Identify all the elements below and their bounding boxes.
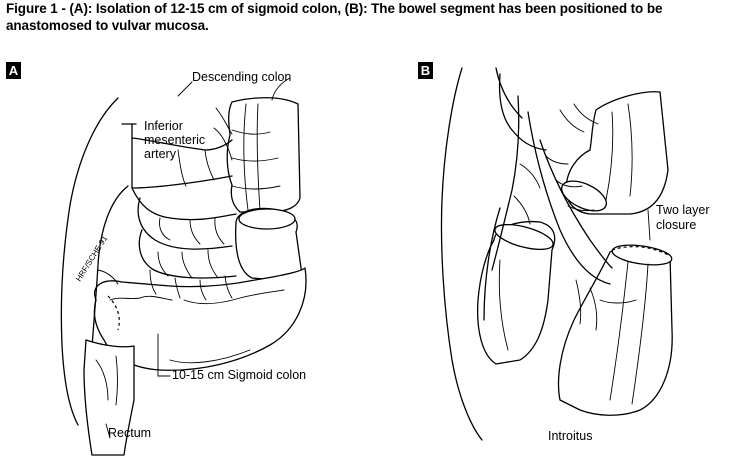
colon-loop-left (476, 220, 556, 365)
label-ima-line1: Inferior (144, 119, 183, 133)
label-ima-line2: mesenteric (144, 133, 205, 147)
descending-colon (226, 97, 301, 213)
mesenteric-vessels-b (483, 95, 613, 331)
label-introitus: Introitus (548, 429, 592, 443)
mesenteric-vessels (88, 107, 237, 441)
panel-a-drawing: Descending colon Inferior mesenteric art… (60, 70, 307, 456)
panel-b-drawing: Two layer closure Introitus (440, 67, 710, 443)
label-descending-colon: Descending colon (192, 70, 291, 84)
resection-line (107, 295, 120, 331)
label-closure-line2: closure (656, 218, 696, 232)
colon-stump-opening (238, 208, 296, 230)
rectum (83, 339, 135, 456)
anastomosed-colon (557, 246, 673, 416)
panel-b-tag: B (418, 62, 433, 79)
label-closure-line1: Two layer (656, 203, 710, 217)
label-ima-line3: artery (144, 147, 177, 161)
panel-b-body-contour (440, 67, 483, 441)
artist-signature: HRF/SCHE 91 (74, 234, 109, 283)
closure-site (611, 244, 673, 266)
label-rectum: Rectum (108, 426, 151, 440)
label-sigmoid-colon: 10-15 cm Sigmoid colon (172, 368, 306, 382)
descending-colon-b (565, 91, 669, 215)
panel-a-body-contour (60, 97, 119, 426)
panel-a-tag: A (6, 62, 21, 79)
figure-caption: Figure 1 - (A): Isolation of 12-15 cm of… (6, 1, 663, 33)
